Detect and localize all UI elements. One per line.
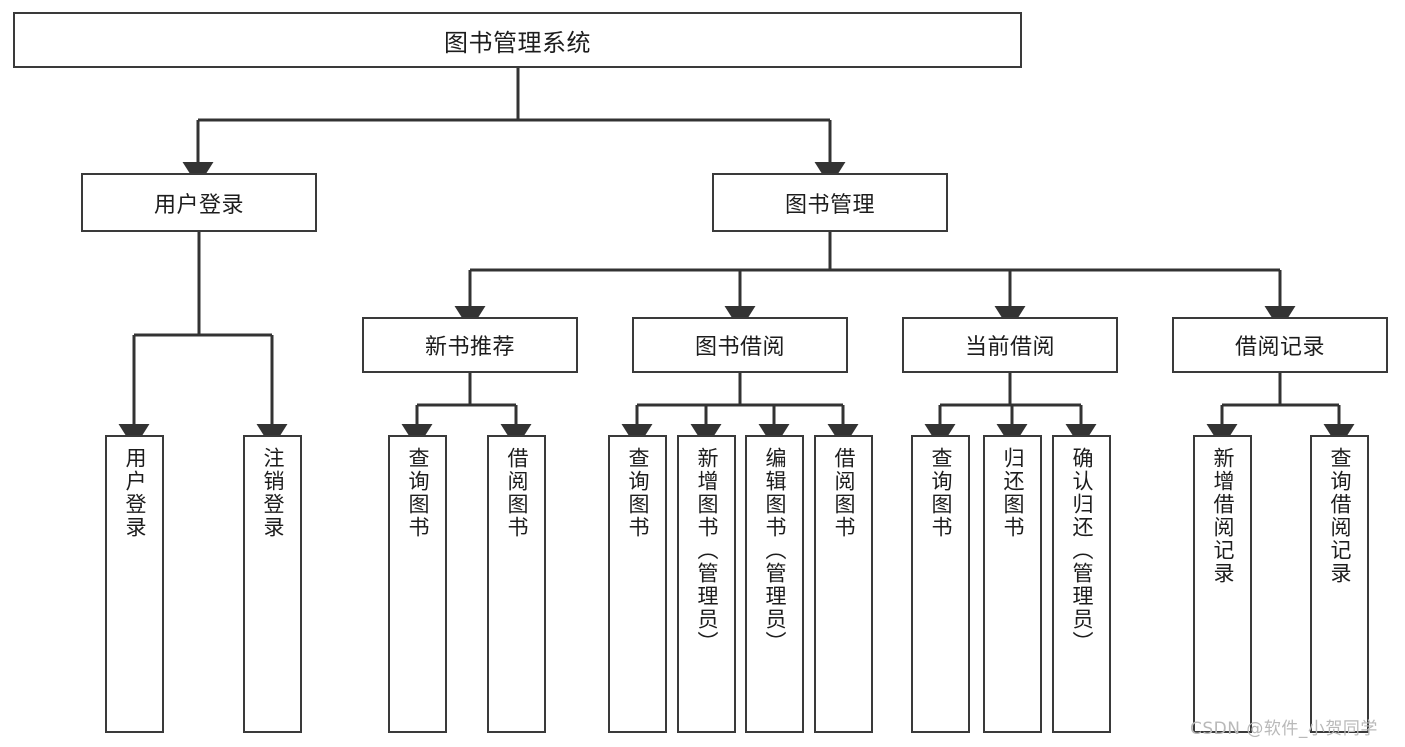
node-book-borrow[interactable]: 图书借阅 [632,317,848,373]
node-book-management[interactable]: 图书管理 [712,173,948,232]
leaf-label: 查询借阅记录 [1328,447,1352,585]
leaf-label: 查询图书 [406,447,430,539]
node-new-book-recommend[interactable]: 新书推荐 [362,317,578,373]
node-current-borrow-label: 当前借阅 [964,335,1055,360]
node-user-login[interactable]: 用户登录 [81,173,317,232]
leaf-user-login[interactable]: 用户登录 [105,435,164,733]
leaf-query-book-newbook[interactable]: 查询图书 [388,435,447,733]
leaf-label: 归还图书 [1001,447,1025,539]
leaf-label: 查询图书 [626,447,650,539]
leaf-label: 确认归还（管理员） [1070,447,1094,654]
leaf-confirm-return-admin[interactable]: 确认归还（管理员） [1052,435,1111,733]
leaf-label: 借阅图书 [832,447,856,539]
leaf-query-book-borrow[interactable]: 查询图书 [608,435,667,733]
leaf-return-book[interactable]: 归还图书 [983,435,1042,733]
leaf-label: 新增图书（管理员） [695,447,719,654]
node-root-label: 图书管理系统 [444,28,591,57]
node-current-borrow[interactable]: 当前借阅 [902,317,1118,373]
leaf-label: 查询图书 [929,447,953,539]
leaf-edit-book-admin[interactable]: 编辑图书（管理员） [745,435,804,733]
leaf-borrow-book[interactable]: 借阅图书 [814,435,873,733]
node-borrow-record-label: 借阅记录 [1234,335,1325,360]
node-root[interactable]: 图书管理系统 [13,12,1022,68]
leaf-borrow-book-newbook[interactable]: 借阅图书 [487,435,546,733]
leaf-label: 新增借阅记录 [1211,447,1235,585]
leaf-add-book-admin[interactable]: 新增图书（管理员） [677,435,736,733]
leaf-label: 注销登录 [261,447,285,539]
leaf-label: 编辑图书（管理员） [763,447,787,654]
node-user-login-label: 用户登录 [153,192,244,218]
leaf-label: 借阅图书 [505,447,529,539]
node-borrow-record[interactable]: 借阅记录 [1172,317,1388,373]
leaf-add-borrow-record[interactable]: 新增借阅记录 [1193,435,1252,733]
leaf-label: 用户登录 [123,447,147,539]
leaf-query-borrow-record[interactable]: 查询借阅记录 [1310,435,1369,733]
leaf-query-book-current[interactable]: 查询图书 [911,435,970,733]
node-book-borrow-label: 图书借阅 [694,335,785,360]
leaf-logout[interactable]: 注销登录 [243,435,302,733]
node-book-management-label: 图书管理 [784,192,875,218]
node-new-book-recommend-label: 新书推荐 [424,335,515,360]
csdn-watermark: CSDN @软件_小贺同学 [1190,719,1378,739]
